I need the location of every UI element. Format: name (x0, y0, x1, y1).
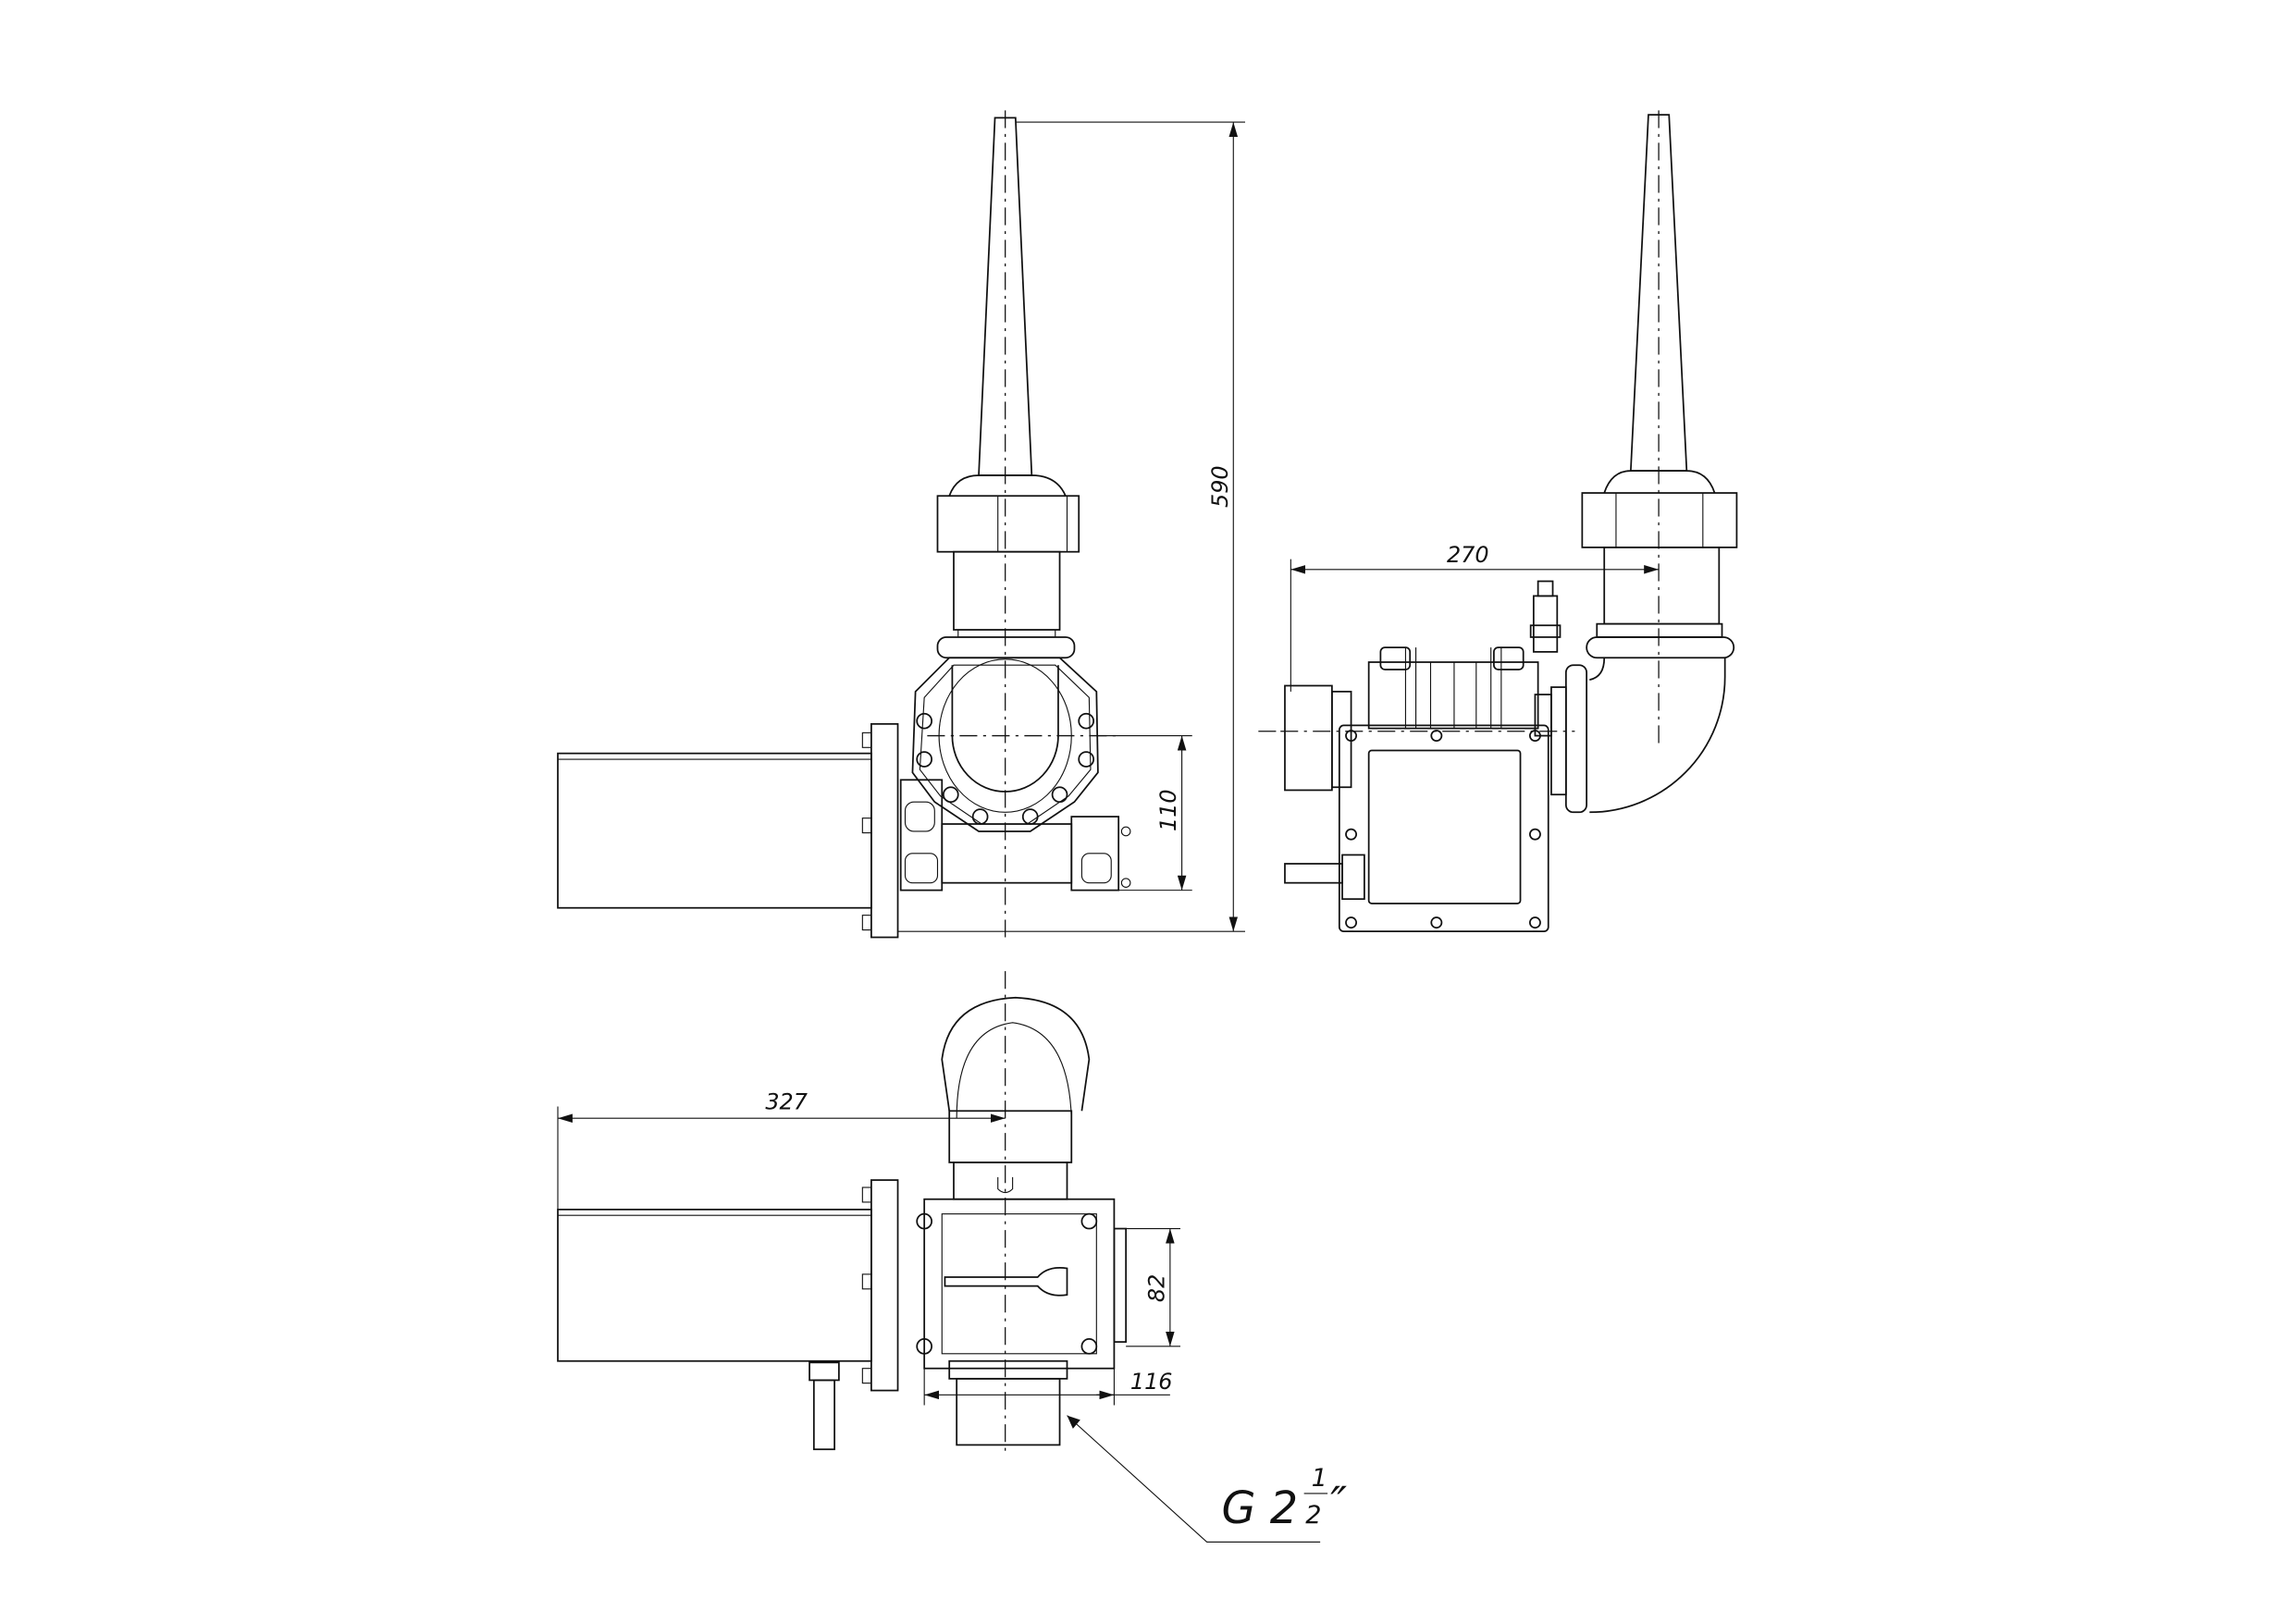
elbow-top (941, 996, 1091, 1112)
main-body (923, 1198, 1116, 1370)
top-view: 327 82 116 G 2 1 2 ″ (557, 971, 1348, 1543)
thread-leader (1067, 1415, 1321, 1543)
motor-cylinder (1284, 684, 1333, 792)
body-bolts (916, 1212, 1098, 1355)
flange-ring (1586, 636, 1735, 659)
hex-nut (1581, 492, 1738, 548)
mounting-flange-plate (870, 1179, 899, 1392)
mounting-flange-plate (870, 722, 899, 939)
cover-box (1338, 724, 1549, 933)
dimension-82: 82 (1144, 1274, 1170, 1302)
dimension-270: 270 (1447, 542, 1489, 568)
svg-text:1: 1 (1312, 1464, 1327, 1493)
sensor (1532, 595, 1559, 653)
cable-gland (1284, 863, 1343, 884)
svg-text:2: 2 (1305, 1501, 1321, 1530)
cover-bolts (1345, 730, 1541, 929)
gearbox-housing (911, 657, 1099, 832)
duct-box (557, 752, 872, 909)
svg-text:G 2: G 2 (1222, 1483, 1299, 1534)
gear-stack (1367, 646, 1539, 730)
stem-knob (812, 1379, 835, 1451)
hex-nut (936, 495, 1080, 553)
nozzle-dome (948, 474, 1067, 497)
housing-bolts (916, 712, 1095, 825)
svg-text:″: ″ (1330, 1479, 1347, 1530)
thread-callout: G 2 1 2 ″ (1222, 1464, 1348, 1534)
slot (944, 1267, 1068, 1297)
dimension-327: 327 (765, 1089, 808, 1115)
body-tube (953, 550, 1061, 631)
outlet-thread (956, 1377, 1061, 1446)
dimension-590: 590 (1207, 465, 1233, 508)
side-view: 270 (1280, 110, 1738, 933)
dimension-110: 110 (1155, 789, 1181, 831)
duct-box (557, 1208, 872, 1362)
front-view: 590 110 (557, 110, 1281, 942)
flange-ring (936, 636, 1076, 659)
lower-box (941, 823, 1073, 884)
elbow (1589, 658, 1726, 814)
dimension-116: 116 (1130, 1369, 1173, 1395)
